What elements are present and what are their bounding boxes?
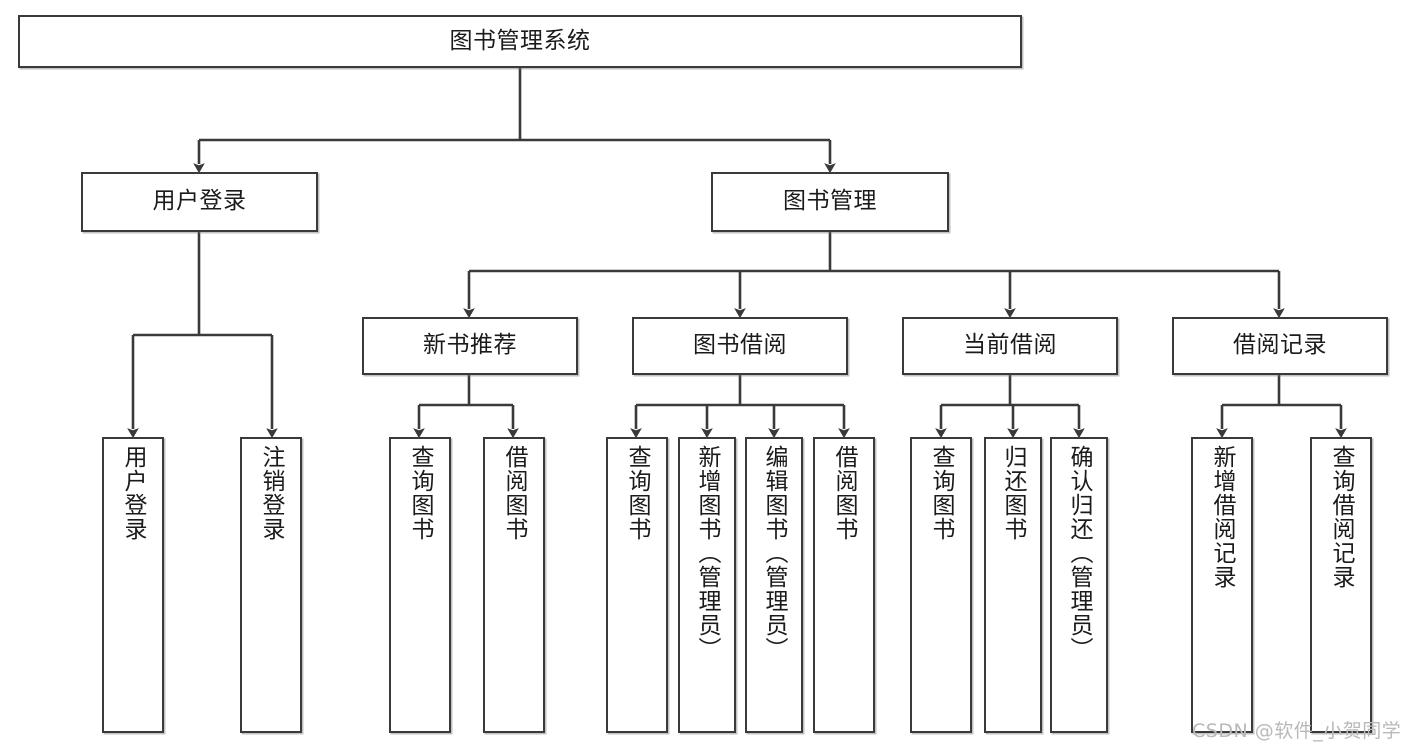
leaf-borrow-book-1[interactable]: 借阅图书	[483, 437, 545, 733]
node-label: 确认归还（管理员）	[1066, 445, 1093, 661]
node-current-borrow[interactable]: 当前借阅	[902, 317, 1118, 375]
node-label: 归还图书	[1000, 445, 1027, 541]
node-label: 用户登录	[120, 445, 147, 541]
node-label: 查询图书	[928, 445, 955, 541]
node-label: 借阅图书	[831, 445, 858, 541]
leaf-query-record[interactable]: 查询借阅记录	[1310, 437, 1372, 733]
node-label: 图书借阅	[693, 332, 787, 359]
node-label: 编辑图书（管理员）	[761, 445, 788, 661]
leaf-query-book-2[interactable]: 查询图书	[606, 437, 668, 733]
node-label: 查询图书	[624, 445, 651, 541]
node-root-system[interactable]: 图书管理系统	[18, 15, 1022, 68]
node-label: 新增图书（管理员）	[694, 445, 721, 661]
leaf-borrow-book-2[interactable]: 借阅图书	[813, 437, 875, 733]
node-label: 查询图书	[407, 445, 434, 541]
node-borrow-record[interactable]: 借阅记录	[1172, 317, 1388, 375]
node-label: 图书管理系统	[449, 27, 591, 54]
node-label: 用户登录	[152, 188, 247, 215]
leaf-logout[interactable]: 注销登录	[240, 437, 302, 733]
leaf-edit-book[interactable]: 编辑图书（管理员）	[745, 437, 803, 733]
leaf-user-login[interactable]: 用户登录	[102, 437, 164, 733]
node-book-borrow[interactable]: 图书借阅	[632, 317, 848, 375]
leaf-query-book-3[interactable]: 查询图书	[910, 437, 972, 733]
node-label: 图书管理	[783, 188, 877, 215]
node-label: 新书推荐	[423, 332, 517, 359]
node-label: 当前借阅	[963, 332, 1057, 359]
leaf-confirm-return[interactable]: 确认归还（管理员）	[1050, 437, 1108, 733]
node-book-manage[interactable]: 图书管理	[711, 172, 949, 232]
leaf-query-book-1[interactable]: 查询图书	[389, 437, 451, 733]
node-label: 新增借阅记录	[1209, 445, 1236, 589]
node-user-login[interactable]: 用户登录	[81, 172, 318, 232]
csdn-watermark: CSDN @软件_小贺同学	[1192, 720, 1402, 742]
leaf-add-book[interactable]: 新增图书（管理员）	[678, 437, 736, 733]
node-label: 借阅图书	[501, 445, 528, 541]
node-new-book-rec[interactable]: 新书推荐	[362, 317, 578, 375]
node-label: 借阅记录	[1233, 332, 1327, 359]
node-label: 查询借阅记录	[1328, 445, 1355, 589]
node-label: 注销登录	[258, 445, 285, 541]
leaf-return-book[interactable]: 归还图书	[984, 437, 1042, 733]
leaf-add-record[interactable]: 新增借阅记录	[1191, 437, 1253, 733]
